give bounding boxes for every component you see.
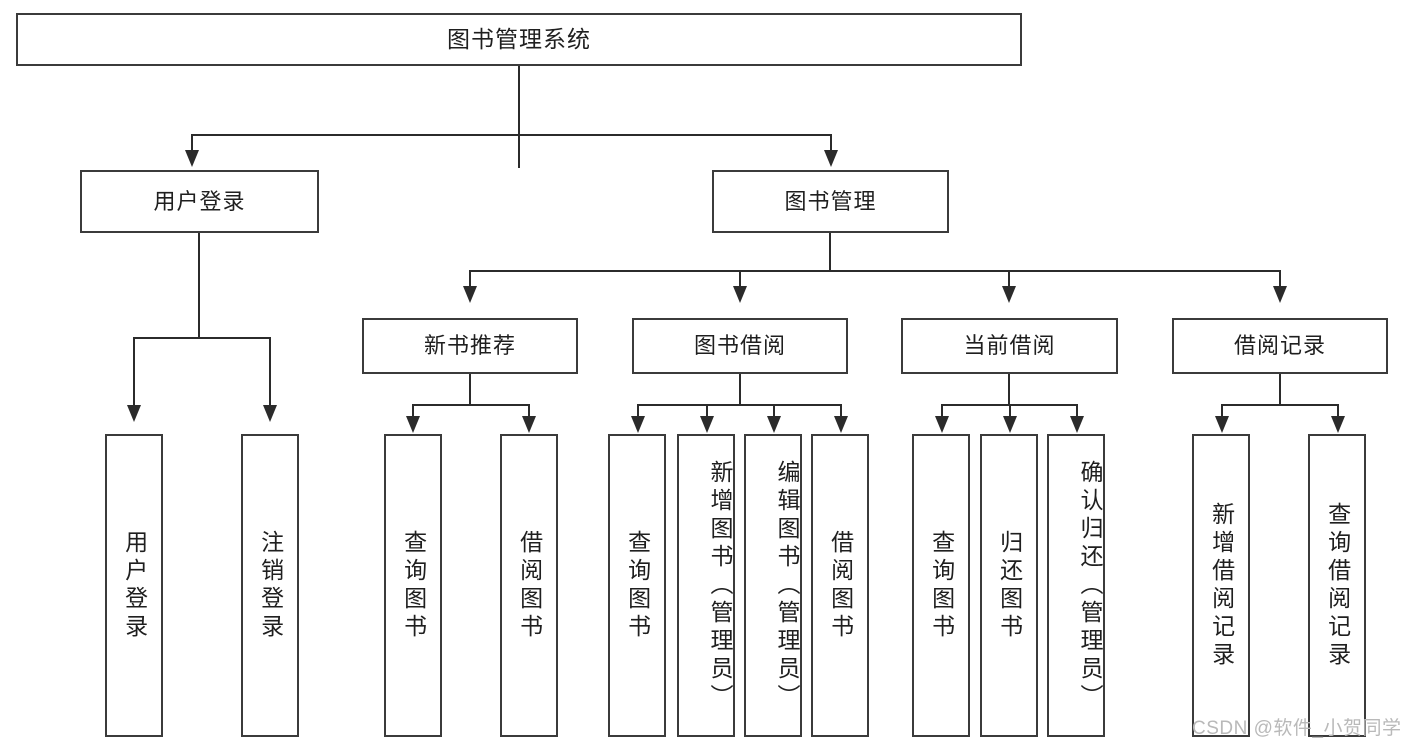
arrowhead-level3-3: [1273, 286, 1287, 303]
connector-level3-drop-1: [739, 270, 741, 288]
leaf-new-book-query[interactable]: 查询图书: [384, 434, 442, 737]
connector-book-borrow-bus: [637, 404, 841, 406]
arrowhead-leaf-book-borrow-0: [631, 416, 645, 433]
arrowhead-leaf-new-book-0: [406, 416, 420, 433]
leaf-user-login-login[interactable]: 用户登录: [105, 434, 163, 737]
connector-level2-drop-right: [830, 134, 832, 152]
leaf-book-borrow-query[interactable]: 查询图书: [608, 434, 666, 737]
connector-book-borrow-stem: [739, 374, 741, 404]
arrowhead-leaf-current-borrow-0: [935, 416, 949, 433]
node-new-book-recommend[interactable]: 新书推荐: [362, 318, 578, 374]
leaf-new-book-borrow[interactable]: 借阅图书: [500, 434, 558, 737]
connector-borrow-record-drop-0: [1221, 404, 1223, 418]
connector-new-book-drop-1: [528, 404, 530, 418]
leaf-book-borrow-add[interactable]: 新增图书（管理员）: [677, 434, 735, 737]
node-current-borrow[interactable]: 当前借阅: [901, 318, 1118, 374]
arrowhead-leaf-borrow-record-1: [1331, 416, 1345, 433]
watermark-credit: CSDN @软件_小贺同学: [1192, 718, 1402, 739]
connector-book-borrow-drop-0: [637, 404, 639, 418]
connector-user-login-bus: [133, 337, 271, 339]
leaf-book-borrow-borrow[interactable]: 借阅图书: [811, 434, 869, 737]
leaf-current-borrow-query[interactable]: 查询图书: [912, 434, 970, 737]
connector-current-borrow-drop-2: [1076, 404, 1078, 418]
arrowhead-leaf-book-borrow-1: [700, 416, 714, 433]
arrowhead-book-manage: [824, 150, 838, 167]
connector-current-borrow-drop-1: [1009, 404, 1011, 418]
arrowhead-leaf-borrow-record-0: [1215, 416, 1229, 433]
connector-current-borrow-drop-0: [941, 404, 943, 418]
leaf-current-borrow-confirm[interactable]: 确认归还（管理员）: [1047, 434, 1105, 737]
connector-current-borrow-stem: [1008, 374, 1010, 404]
node-book-borrow[interactable]: 图书借阅: [632, 318, 848, 374]
connector-level3-drop-0: [469, 270, 471, 288]
connector-level3-drop-3: [1279, 270, 1281, 288]
connector-book-borrow-drop-2: [773, 404, 775, 418]
connector-user-login-drop-0: [133, 337, 135, 407]
arrowhead-leaf-user-login-0: [127, 405, 141, 422]
connector-level2-bus: [191, 134, 831, 136]
node-root-system[interactable]: 图书管理系统: [16, 13, 1022, 66]
arrowhead-level3-1: [733, 286, 747, 303]
leaf-book-borrow-edit[interactable]: 编辑图书（管理员）: [744, 434, 802, 737]
connector-level2-drop-left: [191, 134, 193, 152]
arrowhead-user-login: [185, 150, 199, 167]
connector-book-borrow-drop-3: [840, 404, 842, 418]
connector-level3-bus: [469, 270, 1280, 272]
connector-borrow-record-stem: [1279, 374, 1281, 404]
connector-book-borrow-drop-1: [706, 404, 708, 418]
arrowhead-level3-0: [463, 286, 477, 303]
connector-new-book-stem: [469, 374, 471, 404]
arrowhead-leaf-book-borrow-3: [834, 416, 848, 433]
arrowhead-leaf-book-borrow-2: [767, 416, 781, 433]
arrowhead-level3-2: [1002, 286, 1016, 303]
connector-user-login-drop-1: [269, 337, 271, 407]
arrowhead-leaf-current-borrow-1: [1003, 416, 1017, 433]
arrowhead-leaf-new-book-1: [522, 416, 536, 433]
leaf-current-borrow-return[interactable]: 归还图书: [980, 434, 1038, 737]
connector-borrow-record-bus: [1221, 404, 1338, 406]
arrowhead-leaf-current-borrow-2: [1070, 416, 1084, 433]
leaf-borrow-record-query[interactable]: 查询借阅记录: [1308, 434, 1366, 737]
connector-level3-drop-2: [1008, 270, 1010, 288]
connector-book-manage-stem: [829, 233, 831, 270]
connector-borrow-record-drop-1: [1337, 404, 1339, 418]
arrowhead-leaf-user-login-1: [263, 405, 277, 422]
node-borrow-record[interactable]: 借阅记录: [1172, 318, 1388, 374]
node-book-management[interactable]: 图书管理: [712, 170, 949, 233]
leaf-user-login-logout[interactable]: 注销登录: [241, 434, 299, 737]
leaf-borrow-record-add[interactable]: 新增借阅记录: [1192, 434, 1250, 737]
connector-new-book-bus: [412, 404, 529, 406]
connector-root-stem: [518, 66, 520, 168]
connector-user-login-stem: [198, 233, 200, 337]
connector-new-book-drop-0: [412, 404, 414, 418]
node-user-login[interactable]: 用户登录: [80, 170, 319, 233]
